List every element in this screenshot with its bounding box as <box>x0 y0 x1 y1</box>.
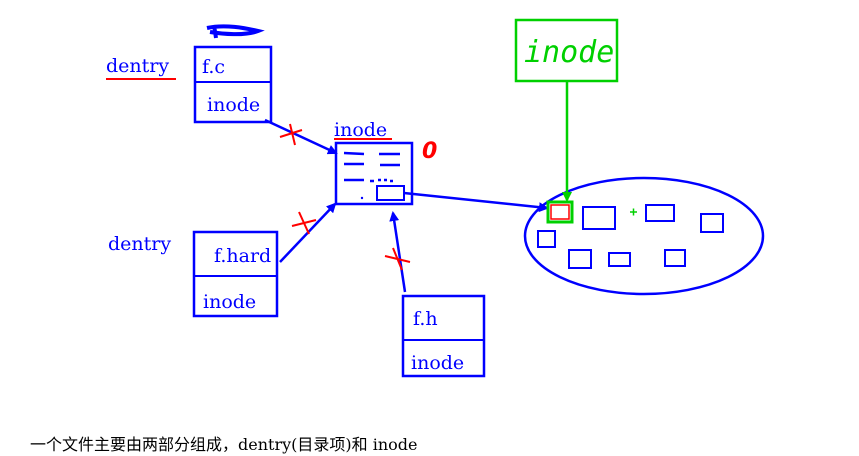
dentry-name: f.hard <box>214 245 271 267</box>
red-cross-icon <box>291 211 317 235</box>
dentry-name: f.h <box>413 308 438 330</box>
dentry-label-top: dentry <box>106 55 169 77</box>
inode-label: inode <box>334 119 387 141</box>
inode-table-ellipse <box>523 176 765 296</box>
arrow-fh-to-inode <box>389 211 407 293</box>
inode-box <box>334 141 414 206</box>
dentry-box-fhard: f.hard inode <box>192 230 279 318</box>
dentry-label-bottom: dentry <box>108 233 171 255</box>
caption: 一个文件主要由两部分组成，dentry(目录项)和 inode <box>30 435 418 454</box>
dentry-box-fc: f.c inode <box>193 45 273 124</box>
scribble-mark <box>206 24 265 39</box>
arrow-fc-to-inode <box>264 118 338 155</box>
dentry-inode-field: inode <box>411 352 464 374</box>
dentry-inode-field: inode <box>207 94 260 116</box>
green-inode-label: inode <box>524 35 614 70</box>
red-cross-icon <box>384 247 411 271</box>
arrow-inode-to-block <box>403 191 549 213</box>
dentry-box-fh: f.h inode <box>401 294 486 378</box>
link-count: 0 <box>422 139 437 164</box>
dentry-inode-field: inode <box>203 291 256 313</box>
green-inode-box: inode <box>514 18 619 83</box>
dentry-name: f.c <box>202 56 225 78</box>
red-cross-icon <box>279 123 303 146</box>
